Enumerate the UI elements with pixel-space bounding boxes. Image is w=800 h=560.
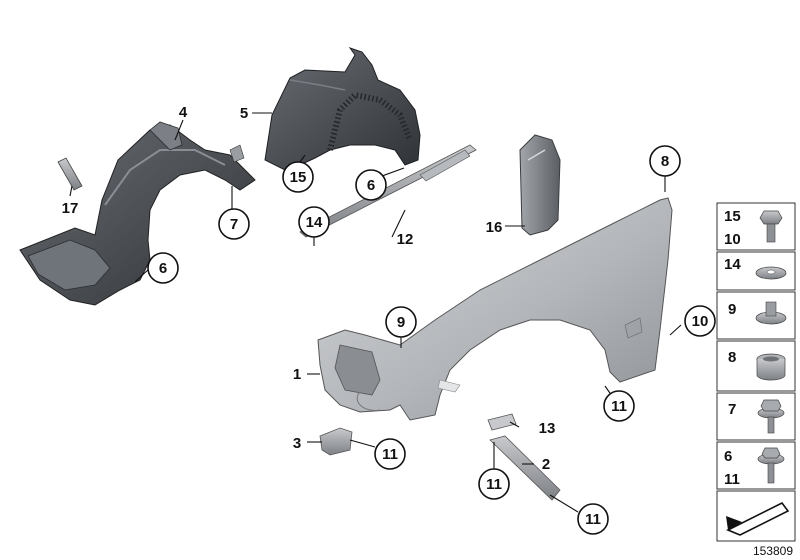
washer-icon xyxy=(755,266,787,280)
svg-text:8: 8 xyxy=(728,349,736,366)
svg-text:8: 8 xyxy=(661,153,669,170)
callout-11d: 11 xyxy=(577,503,609,535)
clip-nut-icon xyxy=(755,301,787,325)
callout-6b: 6 xyxy=(355,169,387,201)
svg-text:14: 14 xyxy=(724,256,741,273)
side-panel-fender xyxy=(317,197,673,421)
screw-icon xyxy=(759,210,783,243)
callout-9: 9 xyxy=(385,306,417,338)
legend-row-9: 9 xyxy=(716,291,796,340)
label-5: 5 xyxy=(240,105,248,122)
callout-15: 15 xyxy=(282,161,314,193)
bracket-part-2 xyxy=(489,435,561,501)
wheel-arch-liner-rear xyxy=(264,47,421,171)
label-2: 2 xyxy=(542,456,550,473)
flange-bolt-icon xyxy=(757,447,785,484)
document-number: 153809 xyxy=(753,544,793,558)
callout-10: 10 xyxy=(684,305,716,337)
rail-strip xyxy=(299,144,477,238)
bracket-part-3 xyxy=(319,427,353,456)
svg-text:9: 9 xyxy=(728,301,736,318)
callout-11a: 11 xyxy=(603,390,635,422)
callout-7: 7 xyxy=(218,208,250,240)
pad-part-16 xyxy=(519,134,561,236)
legend-row-7: 7 xyxy=(716,392,796,441)
screw-washer-icon xyxy=(757,399,785,434)
svg-text:11: 11 xyxy=(585,511,601,528)
legend-row-6-11: 6 11 xyxy=(716,441,796,490)
svg-text:10: 10 xyxy=(692,313,709,330)
callout-11c: 11 xyxy=(478,468,510,500)
svg-text:15: 15 xyxy=(724,208,741,225)
legend-row-arrow xyxy=(716,490,796,542)
svg-text:14: 14 xyxy=(306,214,323,231)
legend-row-15-10: 15 10 xyxy=(716,202,796,251)
label-16: 16 xyxy=(486,219,503,236)
label-17: 17 xyxy=(62,200,79,217)
svg-text:10: 10 xyxy=(724,231,741,248)
callout-6a: 6 xyxy=(147,252,179,284)
svg-text:11: 11 xyxy=(611,398,627,415)
fastener-legend: 15 10 14 9 8 xyxy=(716,202,796,542)
label-1: 1 xyxy=(293,366,301,383)
label-13: 13 xyxy=(539,420,556,437)
label-12: 12 xyxy=(397,231,414,248)
svg-text:6: 6 xyxy=(159,260,167,277)
svg-text:15: 15 xyxy=(290,169,307,186)
legend-row-8: 8 xyxy=(716,340,796,392)
svg-text:11: 11 xyxy=(382,446,398,463)
plate-part-13 xyxy=(487,413,517,431)
svg-text:11: 11 xyxy=(724,471,740,488)
svg-text:6: 6 xyxy=(724,448,732,465)
label-3: 3 xyxy=(293,435,301,452)
legend-row-14: 14 xyxy=(716,251,796,291)
callout-14: 14 xyxy=(298,206,330,238)
label-4: 4 xyxy=(179,104,188,121)
leader-lines xyxy=(69,112,682,513)
svg-text:7: 7 xyxy=(728,401,736,418)
callout-11b: 11 xyxy=(374,438,406,470)
svg-text:6: 6 xyxy=(367,177,375,194)
clip-part-17 xyxy=(57,157,83,191)
svg-text:11: 11 xyxy=(486,476,502,493)
grommet-icon xyxy=(756,353,786,381)
callout-8: 8 xyxy=(649,145,681,177)
svg-text:7: 7 xyxy=(230,216,238,233)
svg-text:9: 9 xyxy=(397,314,405,331)
direction-arrow-icon xyxy=(726,501,790,536)
wheel-arch-liner-front xyxy=(19,121,256,306)
